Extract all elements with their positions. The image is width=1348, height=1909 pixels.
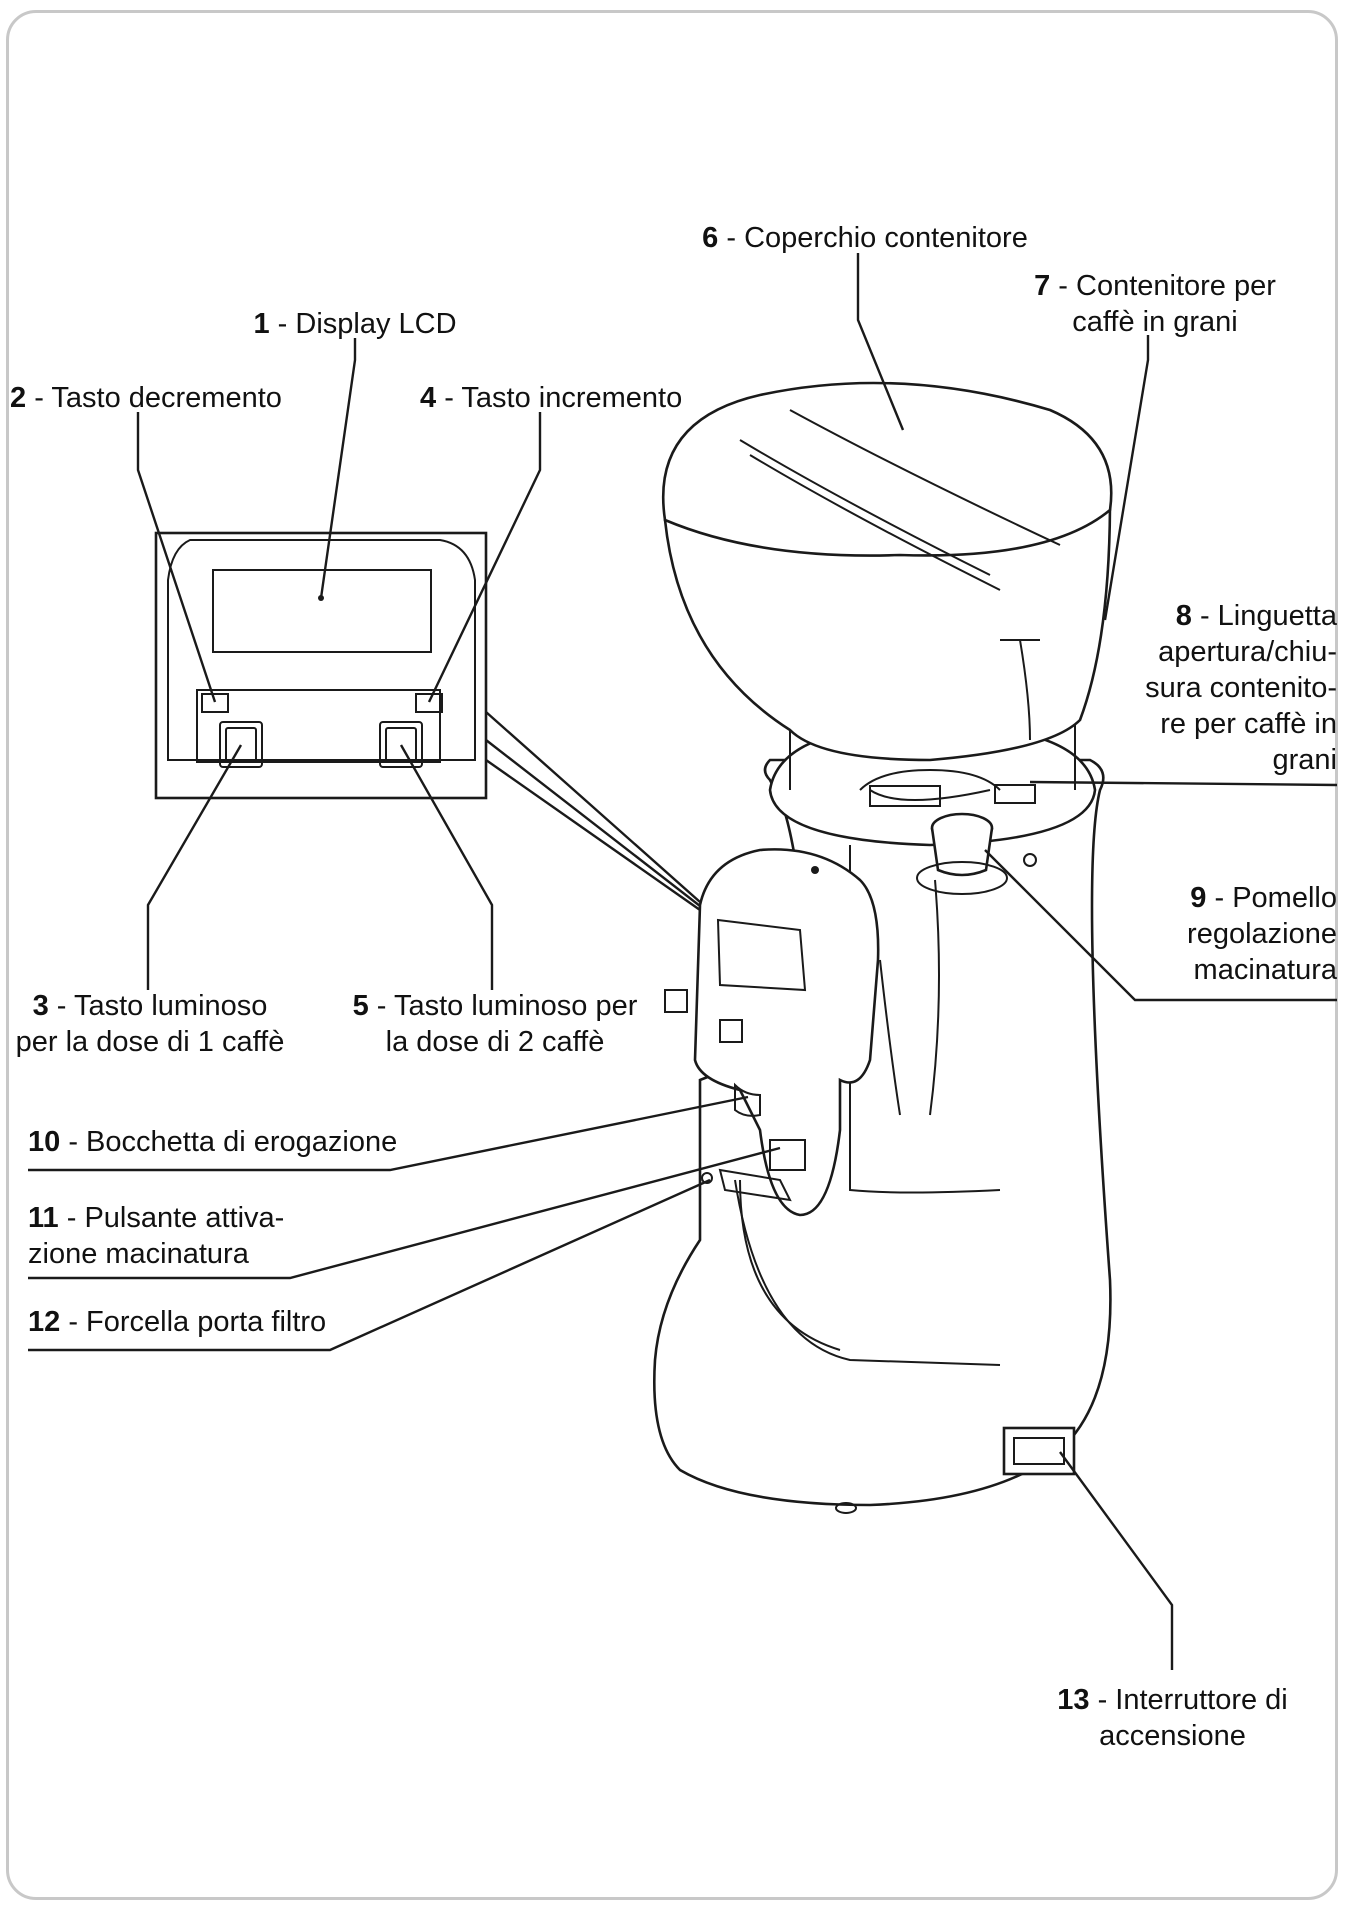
inset-2-cup-button <box>379 721 423 768</box>
label-6-number: 6 <box>702 222 719 254</box>
head-1-cup-button <box>664 989 688 1013</box>
label-9: 9 - Pomello regolazione macinatura <box>1140 880 1337 988</box>
hopper-lid <box>661 381 1113 557</box>
control-panel-inset <box>154 531 488 800</box>
label-8-line-5: grani <box>1272 744 1338 776</box>
label-4: 4 - Tasto incremento <box>420 380 682 416</box>
label-2: 2 - Tasto decremento <box>10 380 282 416</box>
label-5-line-1: - Tasto luminoso per <box>376 990 638 1022</box>
label-7-number: 7 <box>1034 270 1051 302</box>
label-6: 6 - Coperchio contenitore <box>700 220 1030 256</box>
label-9-number: 9 <box>1190 882 1207 914</box>
inset-1-cup-button <box>219 721 263 768</box>
label-13-line-2: accensione <box>1099 1720 1246 1752</box>
label-11-line-1: - Pulsante attiva- <box>66 1202 285 1234</box>
label-7-line-1: - Contenitore per <box>1058 270 1276 302</box>
label-10-number: 10 <box>28 1126 61 1158</box>
label-12-number: 12 <box>28 1306 61 1338</box>
grind-activation-button <box>769 1139 806 1171</box>
diagram-frame <box>6 10 1338 1900</box>
label-8-line-2: apertura/chiu- <box>1158 636 1337 668</box>
label-1-number: 1 <box>253 308 270 340</box>
label-10: 10 - Bocchetta di erogazione <box>28 1124 397 1160</box>
label-8-number: 8 <box>1175 600 1192 632</box>
label-7: 7 - Contenitore per caffè in grani <box>1030 268 1280 340</box>
label-7-line-2: caffè in grani <box>1072 306 1238 338</box>
hopper-latch-tab <box>994 784 1036 804</box>
label-10-text: - Bocchetta di erogazione <box>68 1126 398 1158</box>
label-12: 12 - Forcella porta filtro <box>28 1304 326 1340</box>
label-1-text: - Display LCD <box>277 308 457 340</box>
label-8-line-3: sura contenito- <box>1145 672 1337 704</box>
label-3-line-1: - Tasto luminoso <box>56 990 268 1022</box>
label-12-text: - Forcella porta filtro <box>68 1306 327 1338</box>
label-13-line-1: - Interruttore di <box>1097 1684 1288 1716</box>
filter-holder-fork <box>718 1168 792 1202</box>
label-8-line-4: re per caffè in <box>1160 708 1337 740</box>
label-8: 8 - Linguetta apertura/chiu- sura conten… <box>1110 598 1337 778</box>
label-2-text: - Tasto decremento <box>34 382 282 414</box>
leader-lines <box>28 253 1338 1670</box>
power-switch <box>1002 1426 1076 1476</box>
dispenser-head <box>693 848 880 1217</box>
label-5-line-2: la dose di 2 caffè <box>385 1026 605 1058</box>
head-2-cup-button <box>719 1019 743 1043</box>
label-1: 1 - Display LCD <box>230 306 480 342</box>
label-9-line-3: macinatura <box>1193 954 1337 986</box>
label-3-line-2: per la dose di 1 caffè <box>15 1026 285 1058</box>
label-11-line-2: zione macinatura <box>28 1238 249 1270</box>
label-5: 5 - Tasto luminoso per la dose di 2 caff… <box>350 988 640 1060</box>
inset-increment-button <box>415 693 443 713</box>
label-2-number: 2 <box>10 382 27 414</box>
dispensing-spout <box>734 1082 761 1117</box>
inset-lcd-display <box>212 569 432 653</box>
label-9-line-2: regolazione <box>1187 918 1337 950</box>
label-3-number: 3 <box>32 990 49 1022</box>
label-4-text: - Tasto incremento <box>444 382 683 414</box>
grinder-body <box>653 381 1113 1514</box>
label-9-line-1: - Pomello <box>1214 882 1338 914</box>
label-3: 3 - Tasto luminoso per la dose di 1 caff… <box>10 988 290 1060</box>
label-13-number: 13 <box>1057 1684 1090 1716</box>
label-4-number: 4 <box>420 382 437 414</box>
label-6-text: - Coperchio contenitore <box>726 222 1028 254</box>
label-11-number: 11 <box>28 1202 59 1234</box>
label-5-number: 5 <box>352 990 369 1022</box>
label-11: 11 - Pulsante attiva- zione macinatura <box>28 1200 284 1272</box>
label-13: 13 - Interruttore di accensione <box>1040 1682 1305 1754</box>
inset-decrement-button <box>201 693 229 713</box>
head-lcd-display <box>716 918 807 992</box>
label-8-line-1: - Linguetta <box>1199 600 1337 632</box>
